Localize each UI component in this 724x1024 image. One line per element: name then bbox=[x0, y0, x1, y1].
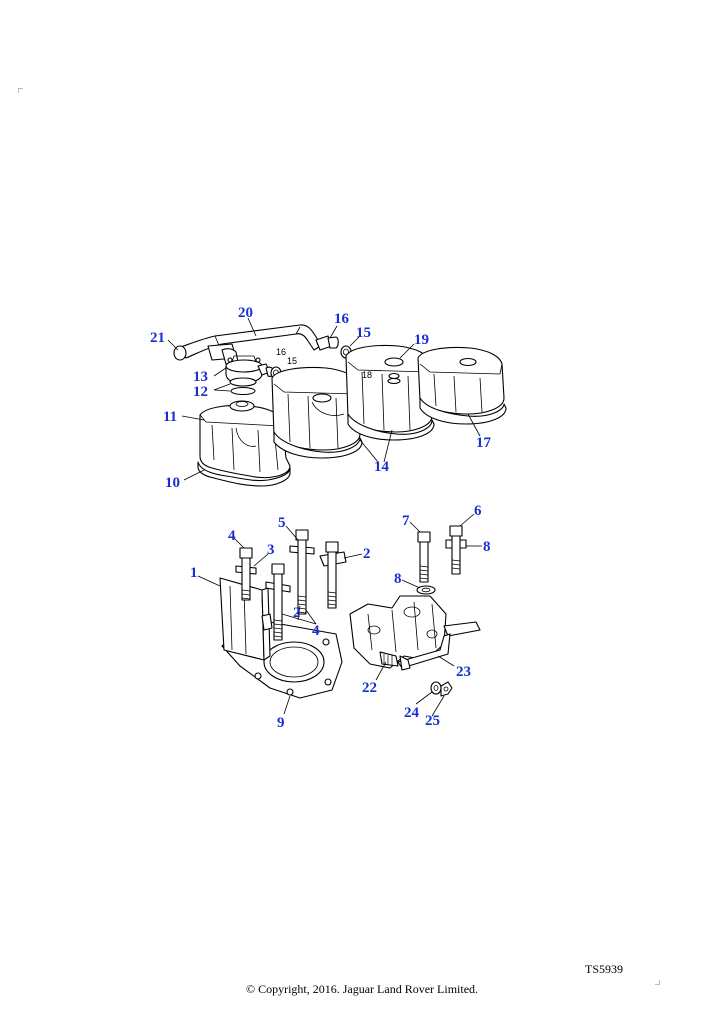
rocker-cover-rear bbox=[417, 346, 507, 425]
callout-1: 1 bbox=[190, 565, 198, 581]
callout-13: 13 bbox=[193, 369, 208, 385]
oil-filler-cap bbox=[225, 355, 263, 396]
washer-8 bbox=[416, 585, 436, 595]
callout-14: 14 bbox=[374, 459, 390, 475]
callout-25: 25 bbox=[425, 713, 440, 729]
callout-4-top: 4 bbox=[228, 528, 236, 544]
callout-16-small: 16 bbox=[276, 347, 286, 357]
callout-21: 21 bbox=[150, 330, 165, 346]
callout-9: 9 bbox=[277, 715, 285, 731]
callout-2-centre: 2 bbox=[293, 605, 301, 621]
callout-18-small: 18 bbox=[362, 370, 372, 380]
leader-lines bbox=[167, 317, 482, 717]
rocker-cover-front bbox=[197, 400, 291, 487]
callout-15-small: 15 bbox=[287, 356, 297, 366]
crop-mark-top-left bbox=[18, 88, 23, 93]
nut-and-washer bbox=[430, 681, 453, 697]
stud-long bbox=[417, 531, 431, 583]
callout-12: 12 bbox=[193, 384, 208, 400]
callout-11: 11 bbox=[163, 409, 177, 425]
copyright-notice: © Copyright, 2016. Jaguar Land Rover Lim… bbox=[245, 982, 479, 996]
breather-hose bbox=[173, 324, 323, 361]
hose-fittings bbox=[315, 335, 352, 359]
callout-4-bottom: 4 bbox=[312, 623, 320, 639]
callout-7: 7 bbox=[402, 513, 410, 529]
head-bolt-centre bbox=[265, 563, 291, 641]
callout-2-right: 2 bbox=[363, 546, 371, 562]
callout-8-left: 8 bbox=[394, 571, 402, 587]
callout-16: 16 bbox=[334, 311, 350, 327]
callout-10: 10 bbox=[165, 475, 180, 491]
head-bolt-right bbox=[319, 541, 347, 609]
callout-17: 17 bbox=[476, 435, 492, 451]
callout-15: 15 bbox=[356, 325, 371, 341]
head-bolt-left bbox=[235, 547, 257, 601]
callout-20: 20 bbox=[238, 305, 253, 321]
callout-23: 23 bbox=[456, 664, 471, 680]
callout-5: 5 bbox=[278, 515, 286, 531]
stud-short bbox=[445, 525, 467, 575]
shim-plate bbox=[219, 577, 273, 661]
callout-3: 3 bbox=[267, 542, 275, 558]
callout-19: 19 bbox=[414, 332, 429, 348]
callout-labels: 20 21 16 15 19 16 15 18 13 12 11 10 14 1… bbox=[150, 305, 492, 731]
figure-reference-code: TS5939 bbox=[585, 962, 624, 976]
callout-8-right: 8 bbox=[483, 539, 491, 555]
callout-22: 22 bbox=[362, 680, 377, 696]
head-bolt-long bbox=[289, 529, 315, 615]
oil-pipe bbox=[379, 633, 451, 671]
callout-6: 6 bbox=[474, 503, 482, 519]
callout-24: 24 bbox=[404, 705, 420, 721]
